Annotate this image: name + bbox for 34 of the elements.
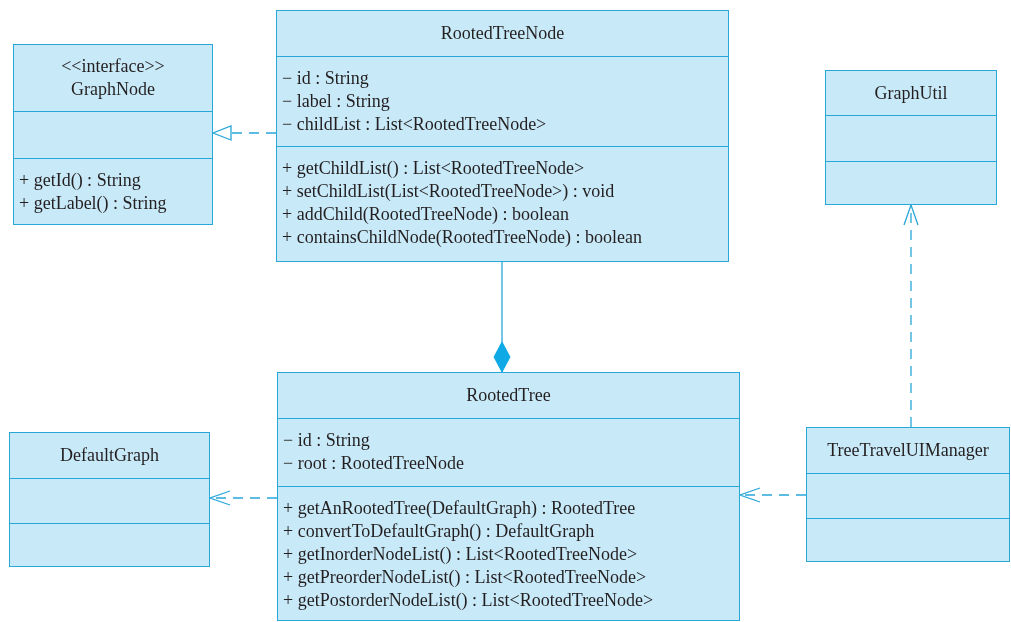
method-text: + convertToDefaultGraph() : DefaultGraph (283, 520, 595, 543)
class-box (276, 10, 729, 262)
class-box (806, 427, 1010, 562)
method-text: + setChildList(List<RootedTreeNode>) : void (282, 180, 615, 203)
method-text: + getPreorderNodeList() : List<RootedTreeNode> (283, 566, 647, 589)
class-name: RootedTree (466, 384, 551, 407)
class-name: GraphNode (71, 78, 155, 101)
stereotype-text: <<interface>> (61, 55, 165, 78)
composition-line (493, 261, 511, 373)
realization-arrow (212, 125, 277, 141)
method-text: + addChild(RootedTreeNode) : boolean (282, 203, 569, 226)
attribute-text: − id : String (283, 429, 370, 452)
class-box (13, 44, 213, 225)
class-name: DefaultGraph (60, 444, 159, 467)
class-name: GraphUtil (874, 81, 948, 105)
method-text: + getPostorderNodeList() : List<RootedTreeNode> (283, 589, 654, 612)
class-box (277, 372, 740, 621)
attribute-text: − label : String (282, 90, 390, 113)
method-text: + containsChildNode(RootedTreeNode) : boolean (282, 226, 642, 249)
class-name: RootedTreeNode (440, 22, 565, 45)
class-box (825, 70, 997, 205)
dependency-arrow (903, 204, 919, 428)
method-text: + getLabel() : String (19, 192, 167, 215)
class-box (9, 432, 210, 567)
attribute-text: − id : String (282, 67, 369, 90)
method-text: + getInorderNodeList() : List<RootedTreeNode> (283, 543, 638, 566)
method-text: + getId() : String (19, 169, 141, 192)
class-name: TreeTravelUIManager (827, 439, 989, 462)
attribute-text: − childList : List<RootedTreeNode> (282, 113, 547, 136)
dependency-arrow (739, 487, 807, 503)
method-text: + getAnRootedTree(DefaultGraph) : RootedTree (283, 497, 636, 520)
method-text: + getChildList() : List<RootedTreeNode> (282, 157, 585, 180)
attribute-text: − root : RootedTreeNode (283, 452, 464, 475)
dependency-arrow (209, 490, 278, 506)
